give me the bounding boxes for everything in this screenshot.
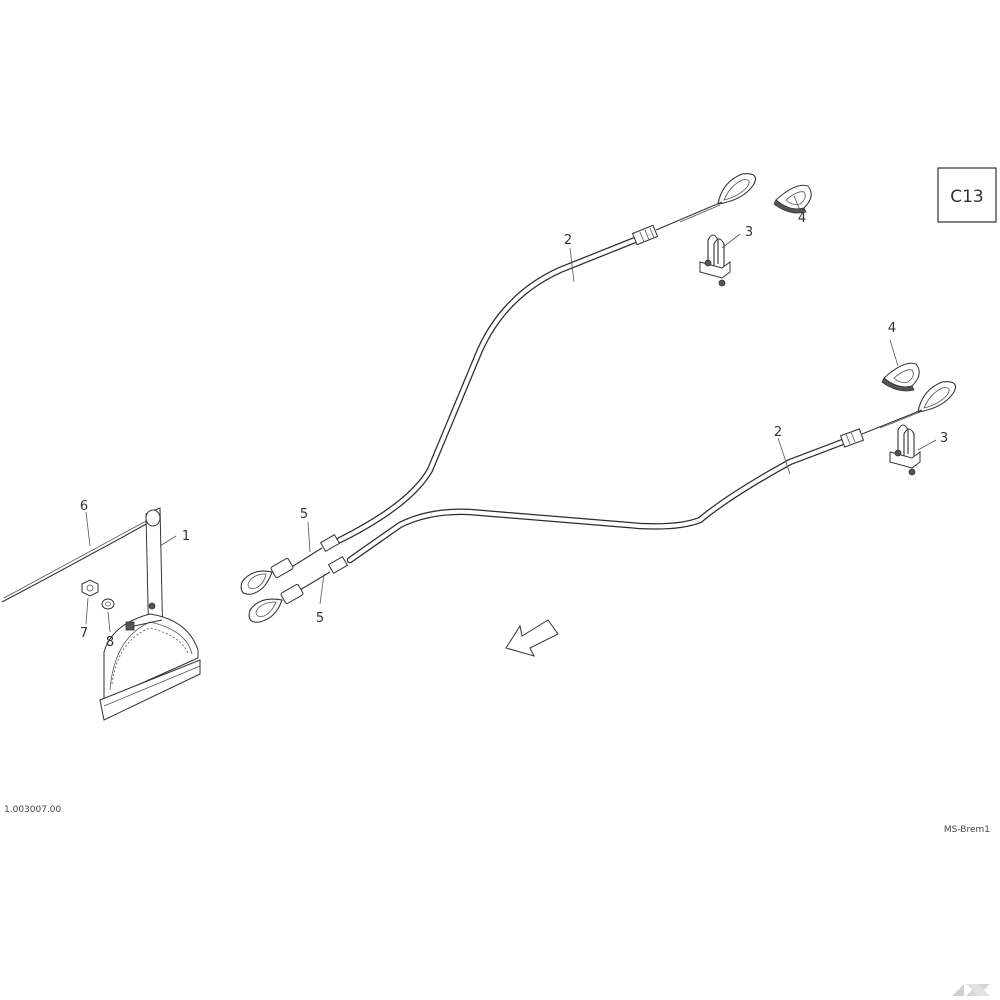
callout-5-lower: 5 — [316, 611, 324, 626]
callout-1: 1 — [182, 529, 190, 544]
hand-brake-lever-assembly — [1, 507, 201, 721]
cable-upper — [240, 173, 757, 595]
callout-4-lower: 4 — [888, 321, 896, 336]
sheet-label: C13 — [950, 187, 984, 207]
callout-8: 8 — [106, 635, 114, 650]
callout-3-lower: 3 — [940, 431, 948, 446]
callout-4-upper: 4 — [798, 211, 806, 226]
drawing-number: 1.003007.00 — [4, 805, 62, 815]
callout-2-lower: 2 — [774, 425, 782, 440]
callout-5-upper: 5 — [300, 507, 308, 522]
nut — [81, 579, 99, 597]
direction-arrow — [505, 619, 559, 657]
callout-6: 6 — [80, 499, 88, 514]
washer — [101, 598, 115, 610]
callouts: 2 3 4 4 2 3 5 5 6 1 7 8 — [80, 211, 948, 650]
thimble-lower — [881, 362, 920, 392]
callout-7: 7 — [80, 626, 88, 641]
sheet-label-box: C13 — [937, 167, 997, 223]
cable-lower — [248, 381, 957, 623]
brand-logo-icon — [952, 984, 990, 996]
callout-leaders — [85, 195, 937, 633]
callout-3-upper: 3 — [745, 225, 753, 240]
u-bolt-clamp-lower — [889, 424, 921, 476]
callout-2-upper: 2 — [564, 233, 572, 248]
thimble-upper — [773, 184, 812, 214]
u-bolt-clamp-upper — [699, 234, 731, 287]
drawing-name: MS-Brem1 — [944, 825, 990, 835]
